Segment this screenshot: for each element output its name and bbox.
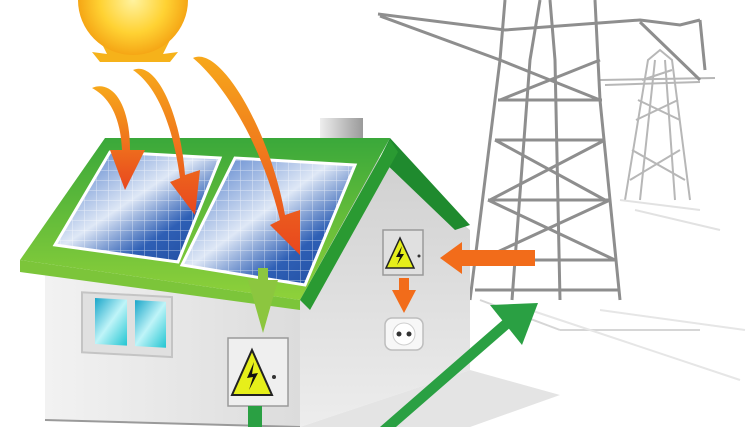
meter-box-front <box>227 337 289 427</box>
meter-box-side <box>382 229 424 276</box>
arrow-grid-to-house <box>440 242 535 274</box>
pylon-far <box>599 48 721 231</box>
arrow-panel-to-meter <box>248 268 278 333</box>
warning-icon <box>230 347 274 396</box>
sunlight-arrows <box>92 56 300 255</box>
window <box>81 291 173 359</box>
arrow-house-to-grid <box>380 303 538 427</box>
power-outlet-icon <box>384 317 424 351</box>
solar-panel-right <box>179 156 358 287</box>
arrow-meter-to-outlet <box>392 278 416 313</box>
pylon-main <box>377 0 746 381</box>
sun-icon <box>78 0 188 62</box>
warning-icon <box>384 236 416 269</box>
